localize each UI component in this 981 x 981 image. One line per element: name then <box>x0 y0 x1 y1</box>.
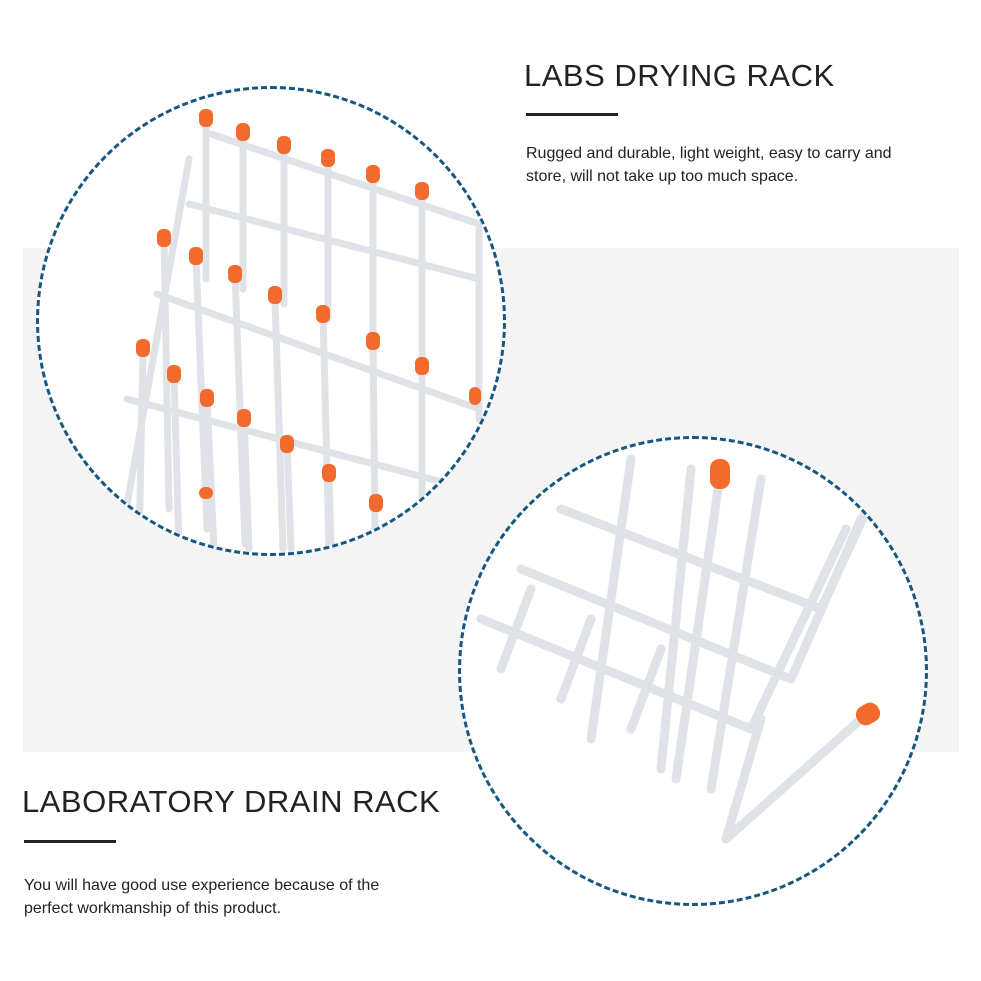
rack-detail-image <box>458 436 928 906</box>
drying-rack-illustration <box>115 109 483 553</box>
title-underline <box>24 840 116 843</box>
rack-overview-image <box>36 86 506 556</box>
drain-rack-closeup-illustration <box>476 454 886 844</box>
labs-drying-rack-title: LABS DRYING RACK <box>524 58 835 93</box>
labs-drying-rack-description: Rugged and durable, light weight, easy t… <box>526 145 892 185</box>
laboratory-drain-rack-title: LABORATORY DRAIN RACK <box>22 784 441 819</box>
laboratory-drain-rack-description: You will have good use experience becaus… <box>24 877 380 917</box>
title-underline <box>526 113 618 116</box>
